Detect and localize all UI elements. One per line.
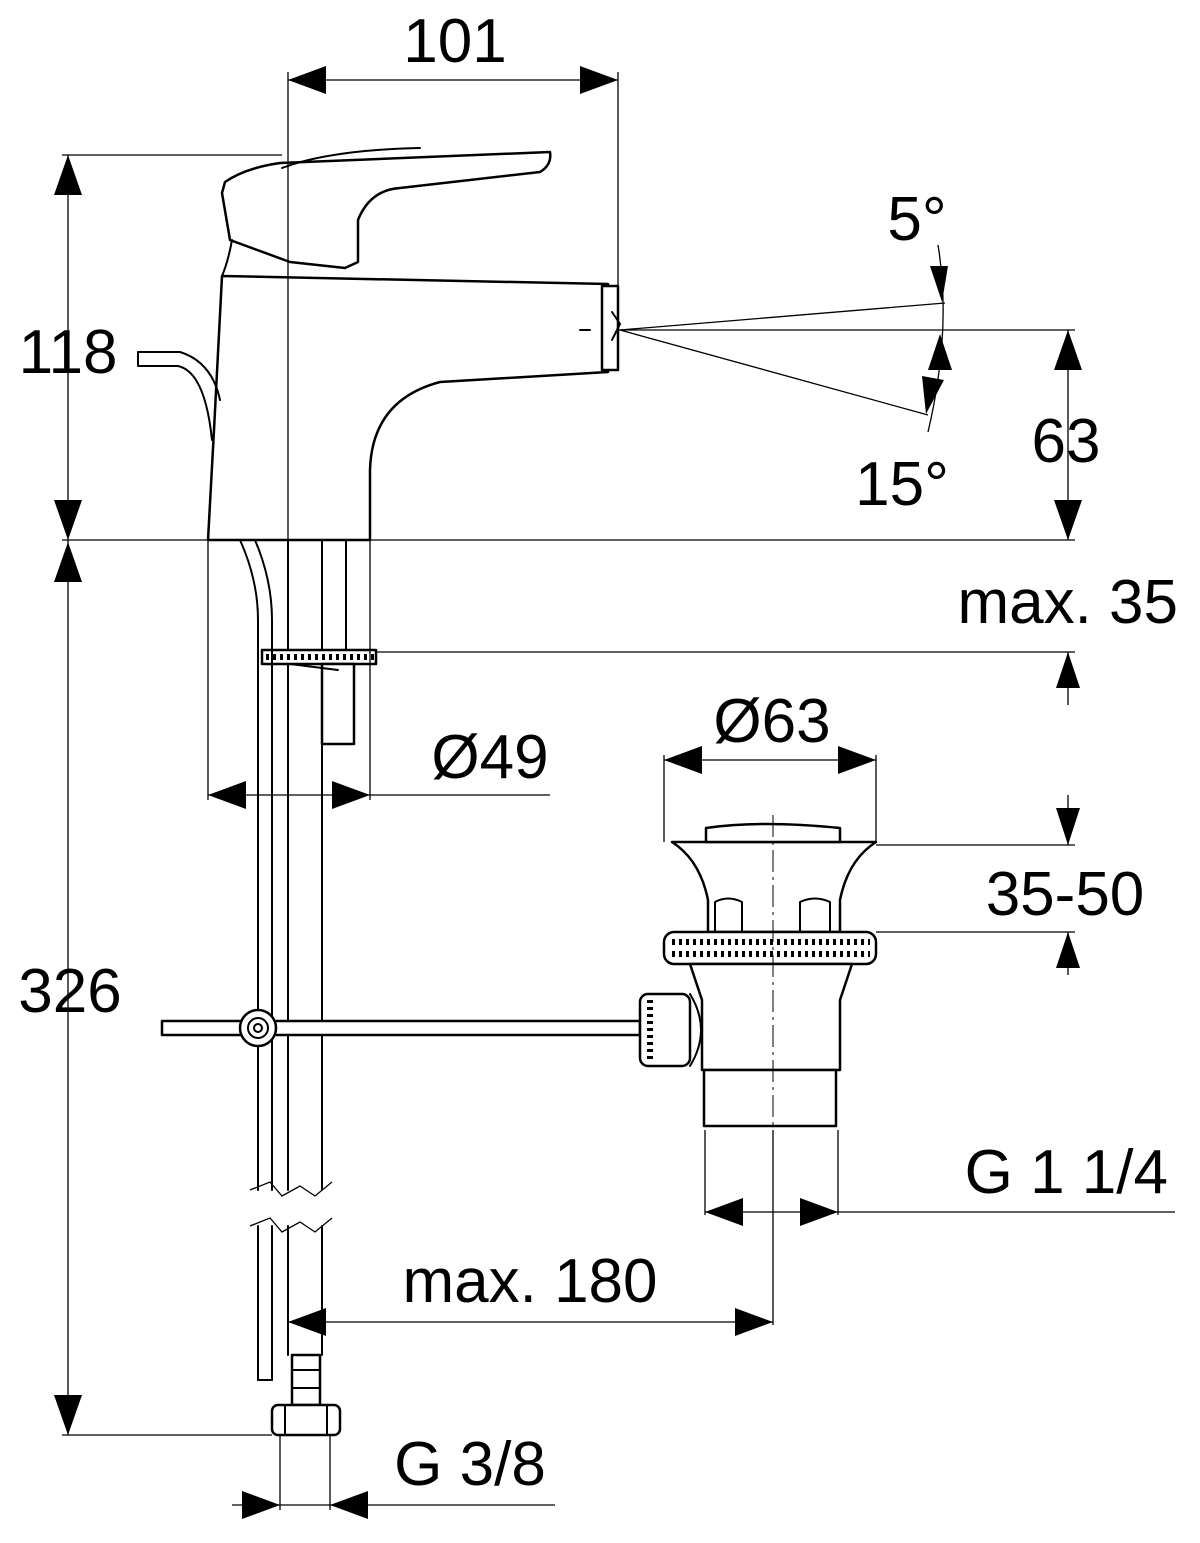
pop-up-rod (160, 1008, 642, 1048)
dim-label-35-50: 35-50 (986, 860, 1145, 929)
dim-label-max-35: max. 35 (957, 568, 1178, 637)
pop-up-lever (137, 351, 221, 441)
dim-label-63: 63 (1032, 407, 1101, 476)
dim-label-max-180: max. 180 (402, 1247, 657, 1316)
dim-label-g-1-1-4: G 1 1/4 (965, 1138, 1168, 1207)
dim-label-101: 101 (403, 7, 506, 76)
dim-label-diameter-49: Ø49 (431, 723, 548, 792)
dim-label-angle-up: 5° (887, 185, 946, 254)
dim-label-g-3-8: G 3/8 (394, 1430, 546, 1499)
reference-lines (62, 72, 1075, 1510)
spray-angle-lines (619, 244, 952, 433)
dim-label-118: 118 (19, 318, 118, 387)
faucet-shank (260, 539, 378, 746)
dim-label-diameter-63: Ø63 (713, 687, 830, 756)
waste-assembly (638, 815, 878, 1130)
dimension-lines (54, 66, 1175, 1519)
supply-hoses (239, 539, 342, 1437)
dim-label-angle-down: 15° (855, 450, 949, 519)
dim-label-326: 326 (18, 957, 121, 1026)
mixer-lever (220, 147, 552, 277)
faucet-body (206, 274, 621, 542)
